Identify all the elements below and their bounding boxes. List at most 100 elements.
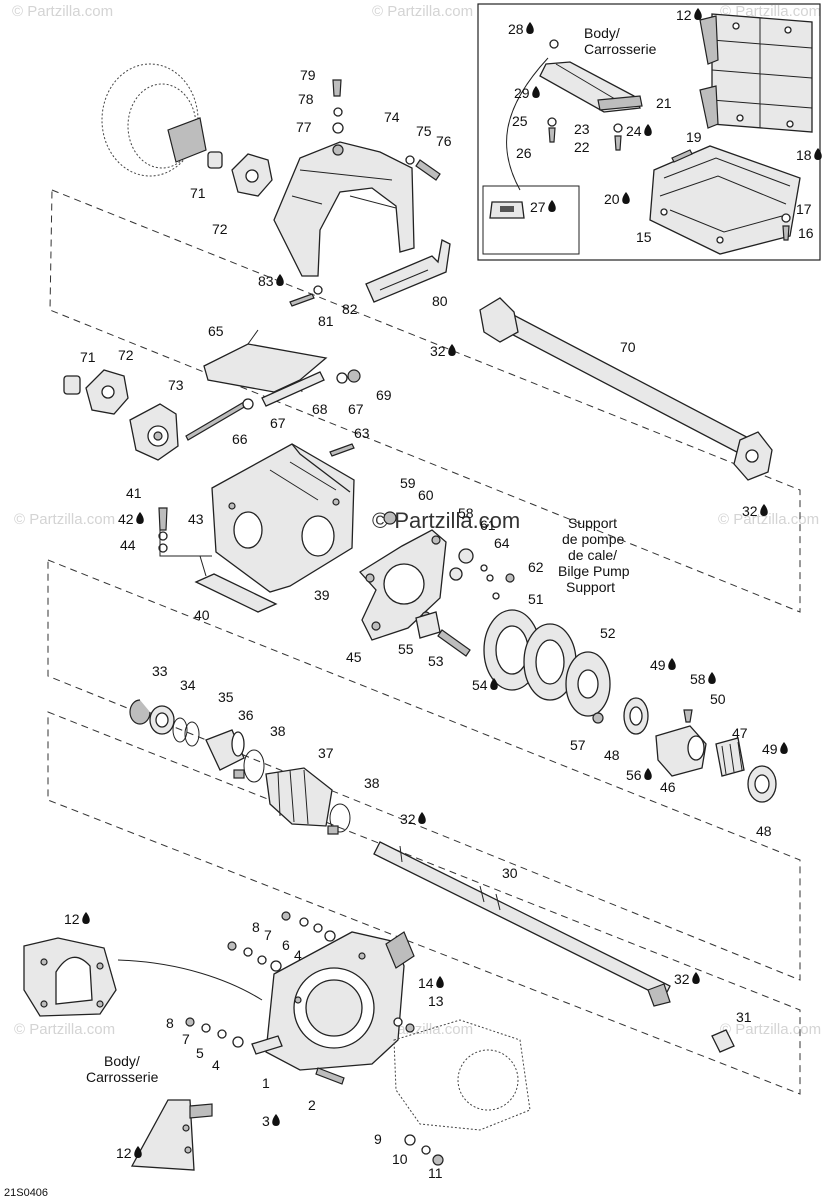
callout-number: 75 (416, 123, 432, 139)
callout-number: 57 (570, 737, 586, 753)
callout-number: 82 (342, 301, 358, 317)
diagram-code: 21S0406 (4, 1187, 48, 1199)
callout-21: 21 (656, 95, 672, 111)
group-frame-3 (47, 711, 801, 1095)
callout-number: 59 (400, 475, 416, 491)
callout-78: 78 (298, 91, 314, 107)
callout-57: 57 (570, 737, 586, 753)
callout-number: 41 (126, 485, 142, 501)
jet-pump-ghost (393, 1019, 531, 1131)
sealant-drop-icon (134, 1146, 142, 1158)
callout-79: 79 (300, 67, 316, 83)
callout-number: 50 (710, 691, 726, 707)
watermark-bottom-left: © Partzilla.com (14, 1021, 115, 1038)
callout-74: 74 (384, 109, 400, 125)
note-body-top-2: Carrosserie (584, 41, 657, 57)
callout-48: 48 (756, 823, 772, 839)
clip-27 (489, 201, 525, 219)
callout-number: 36 (238, 707, 254, 723)
callout-63: 63 (354, 425, 370, 441)
callout-51: 51 (528, 591, 544, 607)
svg-text:Support: Support (566, 579, 615, 595)
washer-44 (158, 543, 168, 553)
sealant-drop-icon (622, 192, 630, 204)
callout-number: 67 (348, 401, 364, 417)
callout-10: 10 (392, 1151, 408, 1167)
clamp-38-b (327, 803, 351, 835)
callout-number: 79 (300, 67, 316, 83)
callout-number: 27 (530, 199, 546, 215)
callout-number: 37 (318, 745, 334, 761)
callout-number: 64 (494, 535, 510, 551)
washer-64 (486, 574, 494, 582)
ring-34 (149, 705, 175, 735)
callout-number: 43 (188, 511, 204, 527)
rings-51 (483, 609, 577, 701)
watermark-bottom-right: © Partzilla.com (720, 1021, 821, 1038)
callout-number: 10 (392, 1151, 408, 1167)
callout-49: 49 (762, 741, 788, 757)
sealant-drop-icon (418, 812, 426, 824)
fitting-58 (683, 709, 693, 723)
callout-72: 72 (212, 221, 228, 237)
callout-55: 55 (398, 641, 414, 657)
callout-43: 43 (188, 511, 204, 527)
callout-26: 26 (516, 145, 532, 161)
callout-4: 4 (294, 947, 302, 963)
callout-18: 18 (796, 147, 822, 163)
callout-number: 12 (116, 1145, 132, 1161)
nut-57 (592, 712, 604, 724)
callout-14: 14 (418, 975, 444, 991)
callout-76: 76 (436, 133, 452, 149)
callout-number: 30 (502, 865, 518, 881)
callout-22: 22 (574, 139, 590, 155)
callout-38: 38 (364, 775, 380, 791)
bearing-47 (715, 737, 745, 777)
nut-13 (405, 1023, 415, 1033)
callout-number: 60 (418, 487, 434, 503)
spacer-61 (449, 567, 463, 581)
callout-number: 32 (674, 971, 690, 987)
o-rings-35 (172, 717, 200, 747)
callout-number: 13 (428, 993, 444, 1009)
callout-number: 83 (258, 273, 274, 289)
flange-52 (565, 651, 611, 717)
callout-67: 67 (270, 415, 286, 431)
callout-24: 24 (626, 123, 652, 139)
clamp-38-a (233, 749, 265, 783)
inset-link-line (506, 57, 549, 191)
inset-frame (477, 3, 821, 261)
sealant-drop-icon (82, 912, 90, 924)
callout-number: 39 (314, 587, 330, 603)
nut-69 (347, 369, 361, 383)
callout-41: 41 (126, 485, 142, 501)
seal-48-top (623, 697, 649, 735)
callout-32: 32 (430, 343, 456, 359)
hull-insert-12-bottom (130, 1099, 213, 1171)
callout-32: 32 (674, 971, 700, 987)
callout-37: 37 (318, 745, 334, 761)
sealant-drop-icon (644, 768, 652, 780)
callout-number: 65 (208, 323, 224, 339)
seal-48-bottom (747, 765, 777, 803)
callout-20: 20 (604, 191, 630, 207)
svg-text:de cale/: de cale/ (568, 547, 617, 563)
plate-body-lower (251, 1035, 283, 1055)
sealant-drop-icon (490, 678, 498, 690)
callout-1: 1 (262, 1075, 270, 1091)
sealant-drop-icon (526, 22, 534, 34)
leader-41-44 (159, 530, 212, 557)
screw-79 (332, 79, 342, 97)
callout-number: 7 (264, 927, 272, 943)
callout-73: 73 (168, 377, 184, 393)
flange-45 (359, 529, 447, 641)
sealant-drop-icon (644, 124, 652, 136)
circlip-33 (129, 699, 151, 725)
callout-70: 70 (620, 339, 636, 355)
callout-29: 29 (514, 85, 540, 101)
callout-12: 12 (676, 7, 702, 23)
nut-11 (432, 1154, 444, 1166)
washer-61 (480, 564, 488, 572)
